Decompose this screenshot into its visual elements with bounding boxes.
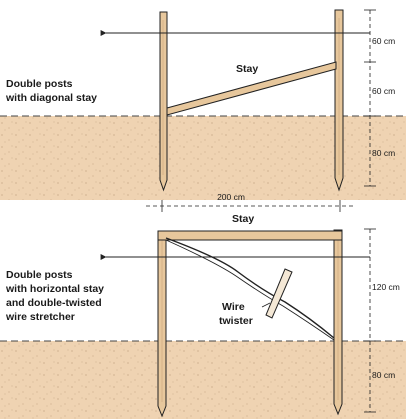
horizontal-stay [157,230,343,241]
bottom-dim-1: 120 cm [372,282,400,292]
width-dim-label: 200 cm [217,192,245,202]
bottom-caption-line3: and double-twisted [6,297,102,309]
bottom-caption-line1: Double posts [6,269,73,281]
top-panel: Double posts with diagonal stay Stay 60 … [0,9,406,200]
twister-label-line1: Wire [222,301,245,313]
left-post-top [159,11,168,192]
bottom-panel: 200 cm Stay Double posts with horizontal… [0,192,406,419]
top-stay-label: Stay [236,63,258,75]
diagonal-stay [166,61,337,116]
top-caption-line2: with diagonal stay [5,92,97,104]
top-dim-3: 80 cm [372,148,395,158]
wire-twister [265,268,293,319]
top-dim-1: 60 cm [372,36,395,46]
top-caption-line1: Double posts [6,78,73,90]
bottom-dim-2: 80 cm [372,370,395,380]
top-dim-2: 60 cm [372,86,395,96]
bottom-caption-line2: with horizontal stay [5,283,104,295]
bottom-caption-line4: wire stretcher [5,311,75,323]
twister-label-line2: twister [219,315,253,327]
twister-pointer [261,302,271,308]
twisted-wire [165,237,335,339]
bottom-stay-label: Stay [232,213,254,225]
